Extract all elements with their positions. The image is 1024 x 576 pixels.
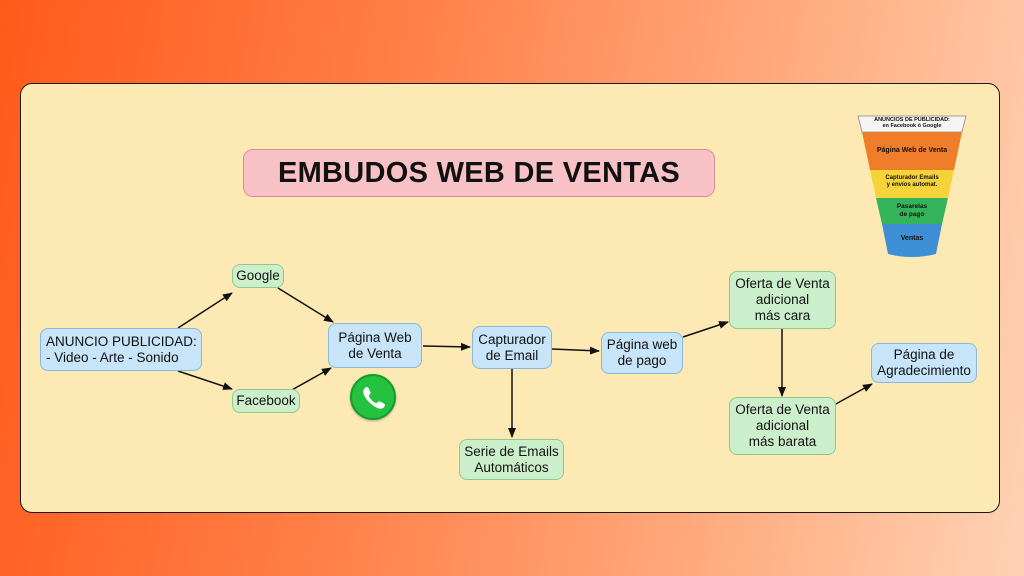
node-oferta-mas-barata: Oferta de Venta adicional más barata [729, 397, 836, 455]
funnel-layer-2 [862, 132, 962, 170]
arrow-anuncio-google [177, 292, 233, 329]
arrow-barata-agradecimiento [833, 383, 873, 406]
node-serie-emails: Serie de Emails Automáticos [459, 439, 564, 480]
whatsapp-icon [350, 374, 396, 420]
funnel-layer-3 [870, 170, 954, 198]
node-capturador-email: Capturador de Email [472, 326, 552, 369]
arrow-google-pagina [277, 287, 334, 323]
node-pagina-web-venta: Página Web de Venta [328, 323, 422, 368]
funnel-layer-4 [876, 198, 948, 224]
node-pagina-pago: Página web de pago [601, 332, 683, 374]
funnel-graphic [857, 115, 967, 257]
funnel-label-2: Página Web de Venta [876, 147, 948, 154]
arrow-pago-oferta-cara [682, 321, 729, 338]
funnel-label-4: Pasarelas de pago [896, 203, 928, 218]
node-facebook: Facebook [232, 389, 300, 413]
arrow-capturador-pago [551, 346, 600, 355]
funnel-layer-5 [882, 224, 942, 257]
funnel-label-1: ANUNCIOS DE PUBLICIDAD: en Facebook ó Go… [874, 117, 950, 129]
page-title: EMBUDOS WEB DE VENTAS [243, 149, 715, 197]
funnel-label-3: Capturador Emails y envíos automat. [885, 175, 939, 188]
arrow-anuncio-facebook [177, 370, 233, 390]
node-anuncio-publicidad: ANUNCIO PUBLICIDAD: - Video - Arte - Son… [40, 328, 202, 371]
node-google: Google [232, 264, 284, 288]
arrow-pagina-capturador [422, 342, 471, 351]
funnel-label-5: Ventas [900, 235, 924, 242]
arrow-facebook-pagina [289, 367, 332, 392]
node-agradecimiento: Página de Agradecimiento [871, 343, 977, 383]
node-oferta-mas-cara: Oferta de Venta adicional más cara [729, 271, 836, 329]
